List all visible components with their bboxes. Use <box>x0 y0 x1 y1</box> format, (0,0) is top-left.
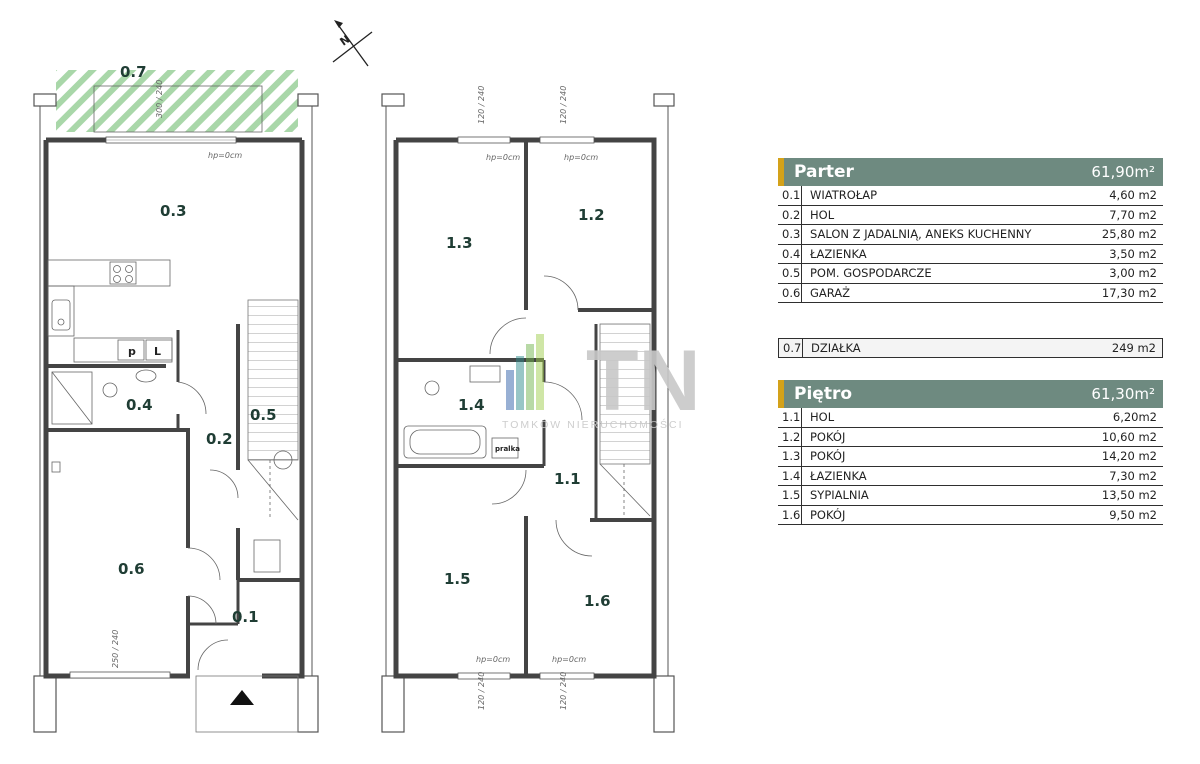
watermark: TN TOMKÓW NIERUCHOMOŚCI <box>502 333 701 431</box>
dim-top-window: 300 / 240 <box>155 80 164 118</box>
floor-level-ground: hp=0cm <box>208 151 242 160</box>
room-label-0-7: 0.7 <box>120 63 147 81</box>
dim-top-window-left: 120 / 240 <box>477 86 486 124</box>
room-label-1-6: 1.6 <box>584 592 611 610</box>
washer-label: pralka <box>495 445 520 453</box>
parter-header: Parter 61,90m² <box>778 158 1163 186</box>
floor-level-first-bottom-right: hp=0cm <box>552 655 586 664</box>
ground-floor-plan: 0.7 300 / 240 250 / 240 hp=0cm p L 0.3 <box>33 63 319 733</box>
room-label-0-3: 0.3 <box>160 202 187 220</box>
dzialka-table: 0.7 DZIAŁKA 249 m2 <box>778 338 1163 358</box>
room-label-1-1: 1.1 <box>554 470 581 488</box>
room-label-0-5: 0.5 <box>250 406 277 424</box>
first-floor-plan: 120 / 240 120 / 240 120 / 240 120 / 240 … <box>381 86 701 733</box>
watermark-logo: TN <box>586 333 701 429</box>
floor-level-first-right: hp=0cm <box>564 153 598 162</box>
watermark-caption: TOMKÓW NIERUCHOMOŚCI <box>502 418 684 431</box>
dim-bottom-window-right: 120 / 240 <box>559 672 568 710</box>
floor-level-first-bottom-left: hp=0cm <box>476 655 510 664</box>
entrance-arrow-icon <box>230 690 254 705</box>
room-label-1-2: 1.2 <box>578 206 605 224</box>
table-row: 0.7 DZIAŁKA 249 m2 <box>778 338 1163 358</box>
dishwasher-label: L <box>154 345 161 358</box>
parter-area: 61,90m² <box>1091 163 1155 181</box>
dim-bottom-window: 250 / 240 <box>111 630 120 668</box>
room-label-0-4: 0.4 <box>126 396 153 414</box>
room-label-0-1: 0.1 <box>232 608 259 626</box>
dim-top-window-right: 120 / 240 <box>559 86 568 124</box>
fridge-label: p <box>128 345 136 358</box>
floor-level-first-left: hp=0cm <box>486 153 520 162</box>
plot-hatch <box>56 70 298 132</box>
pietro-area: 61,30m² <box>1091 385 1155 403</box>
room-label-1-5: 1.5 <box>444 570 471 588</box>
pietro-title: Piętro <box>794 384 853 404</box>
room-label-0-2: 0.2 <box>206 430 233 448</box>
pietro-header: Piętro 61,30m² <box>778 380 1163 408</box>
room-label-1-3: 1.3 <box>446 234 473 252</box>
parter-title: Parter <box>794 162 854 182</box>
dim-bottom-window-left: 120 / 240 <box>477 672 486 710</box>
room-label-1-4: 1.4 <box>458 396 485 414</box>
compass-icon: N <box>332 20 373 67</box>
floor-plans: N 0.7 300 / 240 250 / 240 hp=0cm <box>33 20 701 733</box>
room-label-0-6: 0.6 <box>118 560 145 578</box>
compass-label: N <box>337 33 352 49</box>
